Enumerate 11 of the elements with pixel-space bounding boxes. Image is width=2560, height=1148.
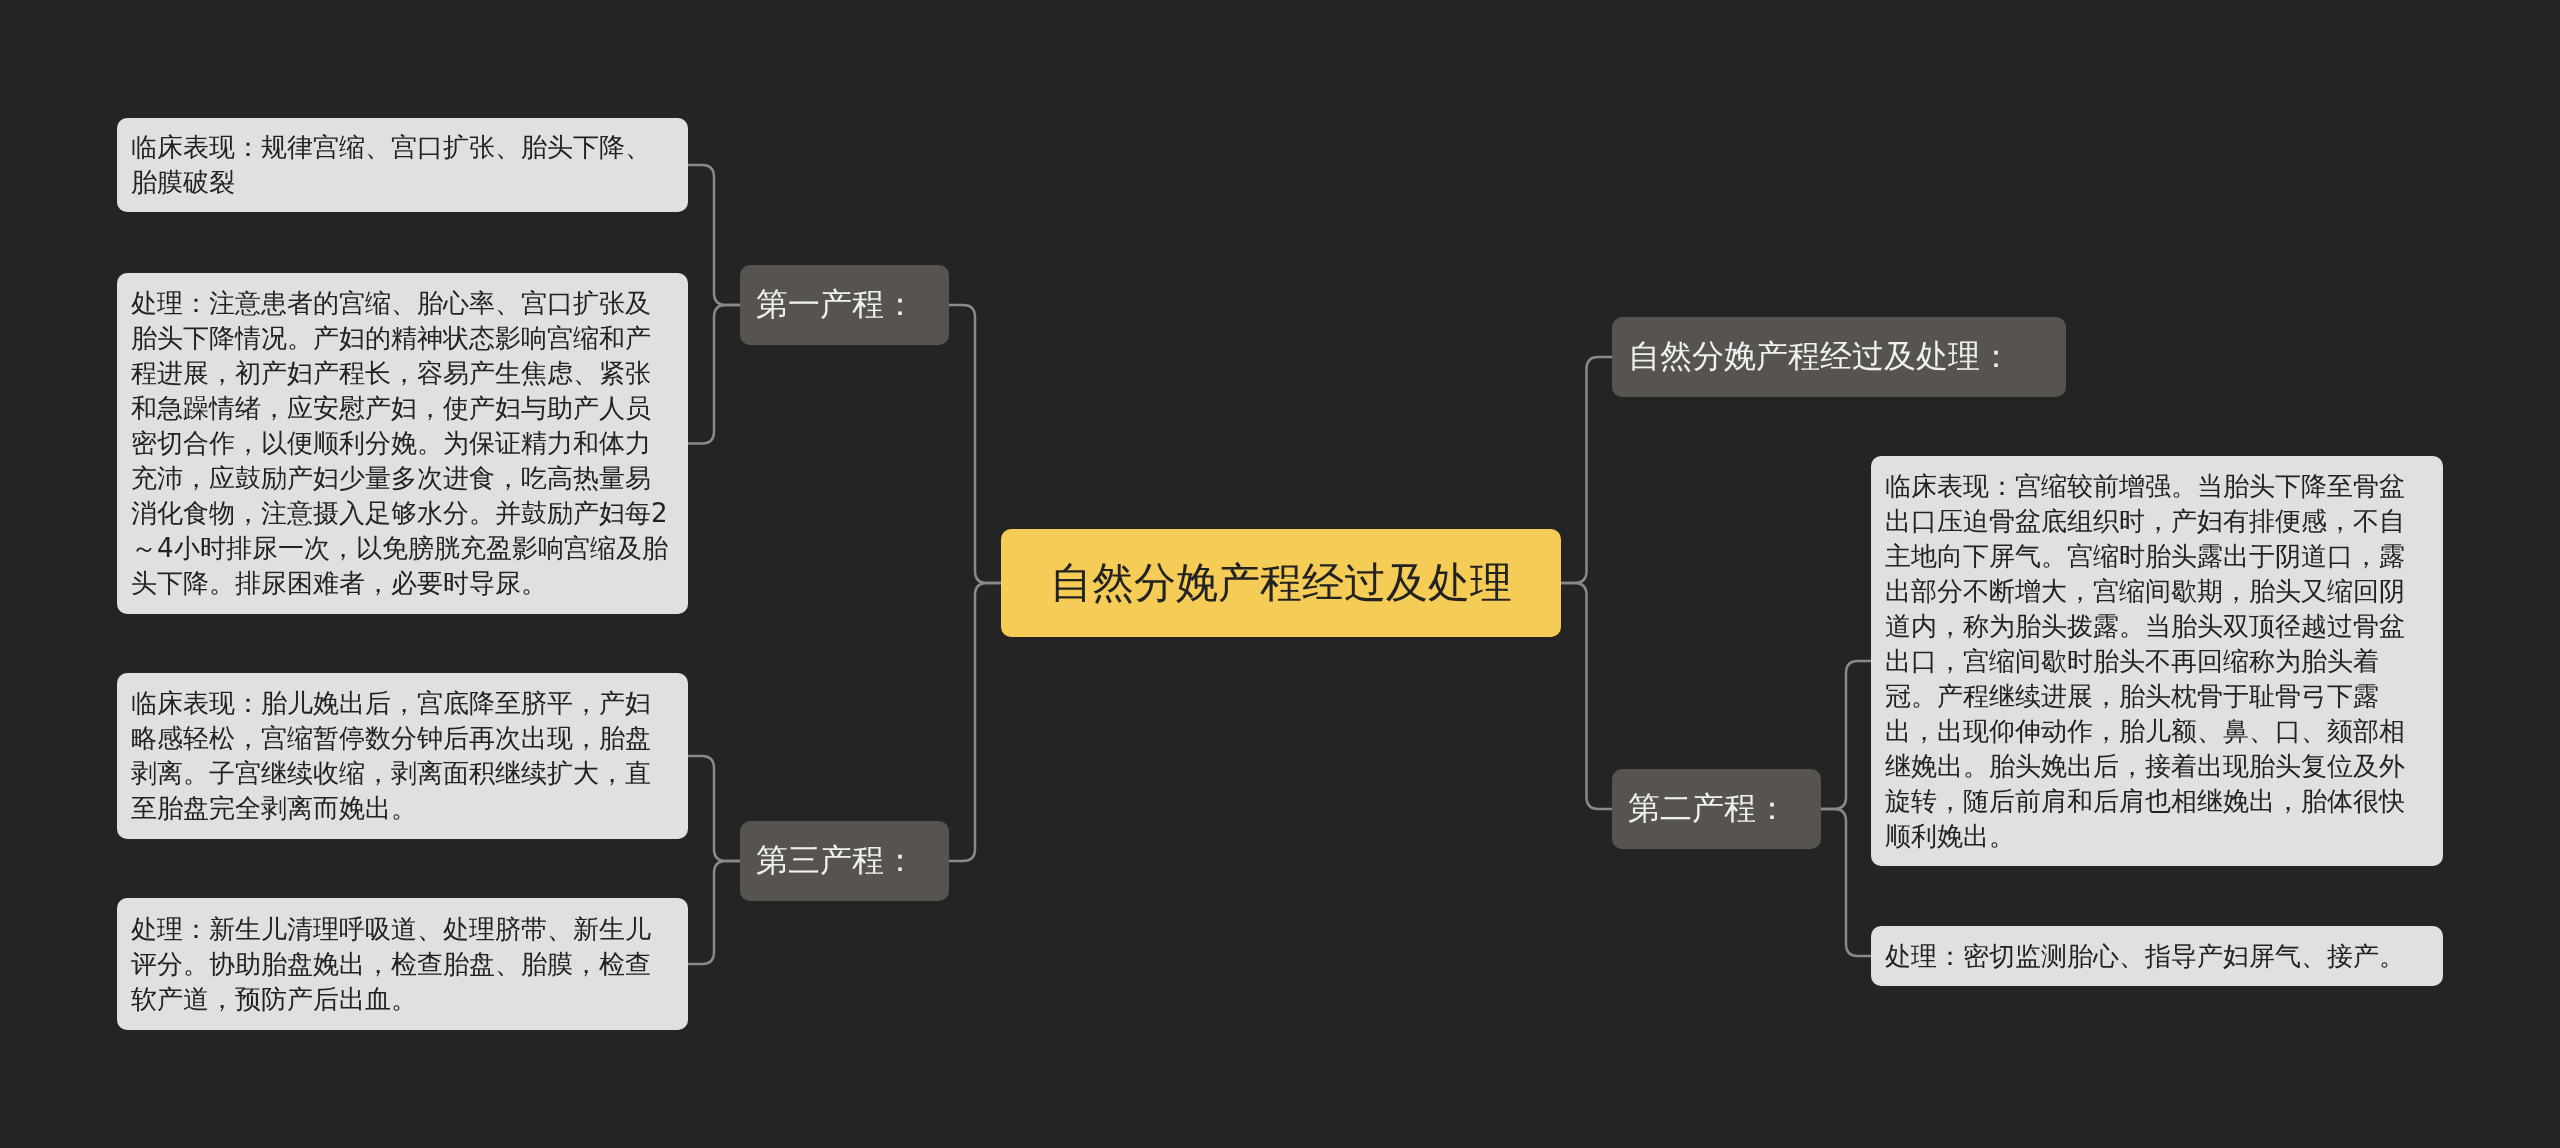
topic-box: 第三产程： — [740, 821, 949, 901]
topic-box: 自然分娩产程经过及处理： — [1612, 317, 2066, 397]
central-topic: 自然分娩产程经过及处理 — [1001, 529, 1561, 637]
detail-box: 处理：新生儿清理呼吸道、处理脐带、新生儿评分。协助胎盘娩出，检查胎盘、胎膜，检查软产道，预防产后出血。 — [117, 898, 688, 1030]
topic-box: 第一产程： — [740, 265, 949, 345]
detail-box: 临床表现：规律宫缩、宫口扩张、胎头下降、胎膜破裂 — [117, 118, 688, 212]
topic-box: 第二产程： — [1612, 769, 1821, 849]
detail-box: 处理：注意患者的宫缩、胎心率、宫口扩张及胎头下降情况。产妇的精神状态影响宫缩和产程进展，初产妇产程长，容易产生焦虑、紧张和急躁情绪，应安慰产妇，使产妇与助产人员密切合作，以便顺利分娩。为保证精力和体力充沛，应鼓励产妇少量多次进食，吃高热量易消化食物，注意摄入足够水分。并鼓励产妇每2～4小时排尿一次，以免膀胱充盈影响宫缩及胎头下降。排尿困难者，必要时导尿。 — [117, 273, 688, 614]
detail-box: 处理：密切监测胎心、指导产妇屏气、接产。 — [1871, 926, 2443, 986]
detail-box: 临床表现：宫缩较前增强。当胎头下降至骨盆出口压迫骨盆底组织时，产妇有排便感，不自主地向下屏气。宫缩时胎头露出于阴道口，露出部分不断增大，宫缩间歇期，胎头又缩回阴道内，称为胎头拨露。当胎头双顶径越过骨盆出口，宫缩间歇时胎头不再回缩称为胎头着冠。产程继续进展，胎头枕骨于耻骨弓下露出，出现仰伸动作，胎儿额、鼻、口、颏部相继娩出。胎头娩出后，接着出现胎头复位及外旋转，随后前肩和后肩也相继娩出，胎体很快顺利娩出。 — [1871, 456, 2443, 866]
detail-box: 临床表现：胎儿娩出后，宫底降至脐平，产妇略感轻松，宫缩暂停数分钟后再次出现，胎盘剥离。子宫继续收缩，剥离面积继续扩大，直至胎盘完全剥离而娩出。 — [117, 673, 688, 839]
